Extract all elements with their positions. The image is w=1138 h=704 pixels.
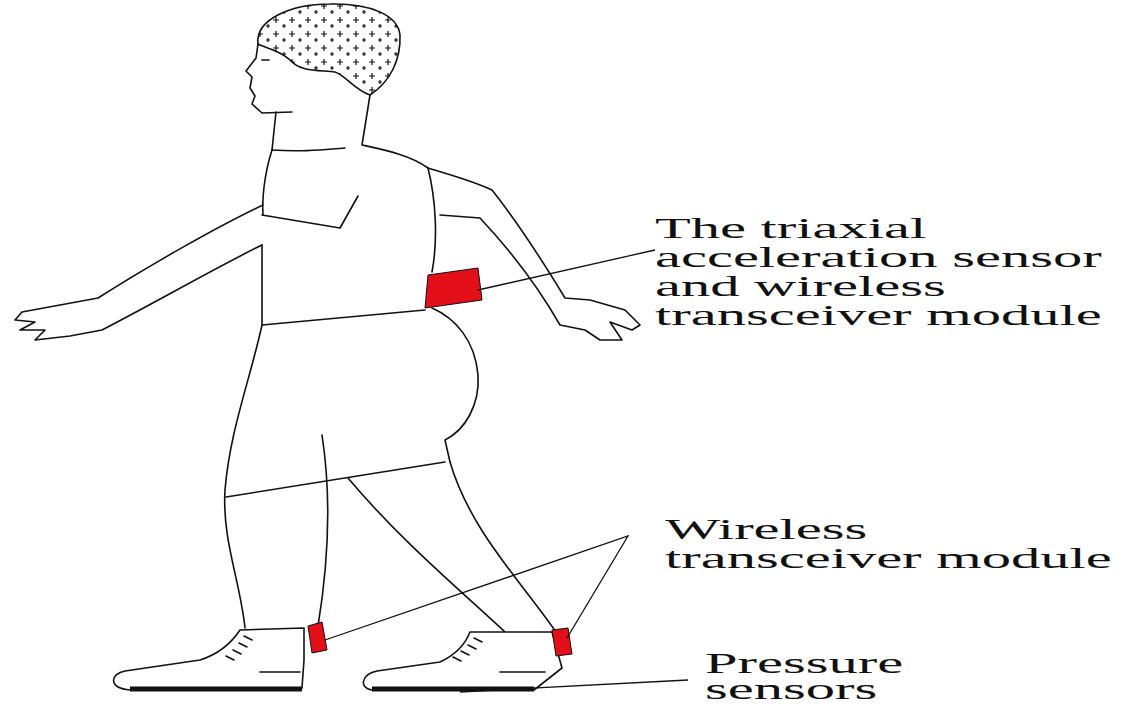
front-leg-front: [225, 325, 262, 628]
face-profile: [246, 44, 292, 113]
waist-line: [262, 310, 425, 325]
chest: [263, 150, 272, 215]
leader-line: [478, 250, 655, 290]
shoe-laces: [226, 636, 300, 672]
shoe-laces: [453, 638, 545, 672]
back: [428, 168, 435, 272]
back-leg-front: [348, 478, 505, 632]
transceiver-module: [552, 628, 572, 656]
neck-front: [272, 112, 276, 150]
callout-label: Wireless transceiver module: [665, 514, 1125, 572]
shoe-sole: [130, 687, 302, 692]
eye: [262, 59, 269, 61]
leader-line: [325, 536, 628, 640]
neck-back: [362, 95, 428, 168]
leader-line: [460, 680, 688, 692]
back-leg-back: [450, 462, 556, 632]
back-arm: [428, 168, 640, 340]
callout-label: Pressure sensors: [705, 650, 998, 702]
shorts-hem: [226, 462, 445, 497]
callout-label: The triaxial acceleration sensor and wir…: [655, 213, 1115, 329]
front-shoe: [114, 628, 304, 690]
collar: [272, 148, 345, 151]
back-shoe: [363, 632, 562, 690]
front-arm: [15, 205, 263, 340]
front-torso: [261, 245, 263, 325]
leader-lines: [325, 250, 688, 692]
transceiver-module: [308, 622, 327, 653]
sleeve-edge: [262, 196, 358, 228]
accelerometer-module: [425, 268, 482, 308]
body-outline: [15, 4, 640, 690]
hair: [258, 4, 400, 95]
front-leg-back: [318, 435, 328, 626]
hip: [432, 308, 478, 462]
